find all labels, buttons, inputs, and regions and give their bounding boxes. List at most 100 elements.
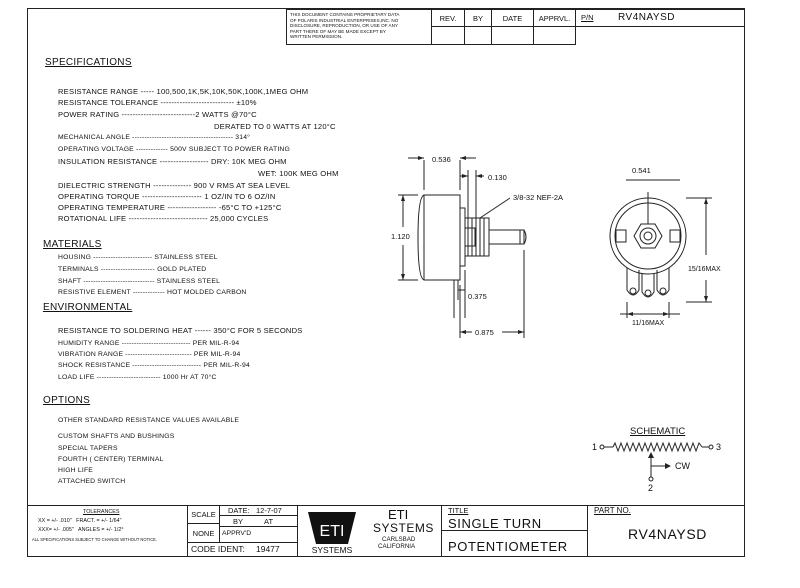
scale-label-cell: SCALE	[187, 505, 220, 524]
rev-row	[464, 26, 492, 45]
company-city: CARLSBAD	[382, 536, 416, 543]
environmental-line: LOAD LIFE -------------------------- 100…	[58, 374, 217, 381]
option-line: HIGH LIFE	[58, 467, 94, 474]
date-value: 12-7-07	[256, 506, 282, 515]
dim-15-16-max: 15/16MAX	[688, 266, 721, 273]
arrowhead	[401, 195, 405, 201]
cw-arrowhead	[665, 463, 671, 469]
company-name: ETI	[388, 507, 409, 522]
wiper-arrowhead	[648, 452, 654, 458]
arrowhead	[627, 312, 633, 316]
potentiometer-drawing: 0.536 0.130 3/8-32 NEF-2A 1.120 0.375 0.…	[391, 155, 721, 338]
option-line: OTHER STANDARD RESISTANCE VALUES AVAILAB…	[58, 417, 240, 424]
material-line: HOUSING ------------------------ STAINLE…	[58, 254, 218, 261]
front-view-shaft-core	[643, 231, 653, 241]
notice-line: OF POLARIS INDUSTRIAL ENTERPRISES,INC. N…	[290, 17, 399, 23]
front-view-terminal	[641, 273, 655, 298]
option-line: ATTACHED SWITCH	[58, 478, 126, 485]
schematic-pin-3: 3	[716, 442, 721, 452]
spec-line: OPERATING TEMPERATURE ------------------…	[58, 203, 282, 212]
spec-line: ROTATIONAL LIFE ------------------------…	[58, 214, 269, 223]
arrowhead	[418, 156, 424, 160]
schematic-diagram: 1 3 CW 2	[592, 441, 721, 493]
spec-line: MECHANICAL ANGLE -----------------------…	[58, 134, 251, 141]
spec-line: OPERATING TORQUE ---------------------- …	[58, 192, 276, 201]
notice-line: DISCLOSURE, REPRODUCTION, OR USE OF ANY	[290, 23, 398, 29]
rev-header: REV.	[431, 9, 465, 27]
notice-line: THIS DOCUMENT CONTAINS PROPRIETARY DATA	[290, 12, 400, 17]
tolerances-line: XXX= +/- .005" ANGLES = +/- 1/2°	[38, 527, 124, 533]
dim-0536: 0.536	[432, 155, 451, 164]
code-ident-cell: CODE IDENT: 19477	[187, 542, 298, 557]
logo-systems: SYSTEMS	[312, 545, 353, 554]
dim-line	[479, 197, 511, 219]
title-divider	[441, 530, 588, 531]
notice-line: WRITTEN PERMISSION.	[290, 34, 343, 40]
by-value: AT	[264, 517, 274, 526]
tolerances-box: TOLERANCES XX = +/- .010" FRACT. = +/- 1…	[27, 505, 188, 557]
dim-thread: 3/8-32 NEF-2A	[513, 193, 563, 202]
material-line: SHAFT ----------------------------- STAI…	[58, 278, 221, 285]
company-state: CALIFORNIA	[378, 543, 416, 550]
arrowhead	[476, 174, 482, 178]
by-label: BY	[233, 517, 244, 526]
environmental-heading: ENVIRONMENTAL	[43, 302, 133, 313]
title-cell: TITLE SINGLE TURN POTENTIOMETER	[441, 505, 588, 557]
date-label: DATE:	[228, 506, 250, 515]
title-line-1: SINGLE TURN	[448, 516, 542, 531]
pn-label: P/N	[581, 13, 594, 22]
schematic-node	[648, 476, 654, 482]
schematic-pin-2: 2	[648, 483, 653, 493]
schematic-node	[599, 444, 605, 450]
schematic-node	[708, 444, 714, 450]
apprvl-label: APPRVL.	[538, 13, 571, 23]
rev-row	[533, 26, 576, 45]
rev-row	[431, 26, 465, 45]
arrowhead	[704, 198, 708, 204]
material-line: RESISTIVE ELEMENT ------------- HOT MOLD…	[58, 289, 247, 296]
scale-label: SCALE	[191, 510, 216, 519]
arrowhead	[460, 330, 466, 334]
option-line: FOURTH ( CENTER) TERMINAL	[58, 456, 164, 463]
by-label: BY	[472, 13, 483, 23]
front-view-shaft	[639, 227, 657, 245]
schematic-pin-1: 1	[592, 442, 597, 452]
spec-line: DIELECTRIC STRENGTH -------------- 900 V…	[58, 181, 291, 190]
company-systems: SYSTEMS	[373, 521, 434, 535]
resistor-zigzag	[612, 441, 703, 453]
apprvd-cell: APPRV'D	[219, 526, 298, 543]
arrowhead	[462, 174, 468, 178]
dim-0875: 0.875	[475, 328, 494, 337]
eti-logo: ETI SYSTEMS	[308, 512, 356, 554]
front-view-bushing-hex	[633, 223, 663, 249]
dim-1120: 1.120	[391, 232, 410, 241]
front-view-terminal	[656, 268, 670, 296]
scale-value: NONE	[192, 528, 215, 538]
schematic-title: SCHEMATIC	[630, 426, 686, 437]
arrowhead	[704, 296, 708, 302]
dim-0541: 0.541	[632, 166, 651, 175]
part-no-cell: PART NO. RV4NAYSD	[587, 505, 745, 557]
option-line: SPECIAL TAPERS	[58, 445, 118, 452]
spec-line: POWER RATING ---------------------------…	[58, 110, 257, 119]
arrowhead	[401, 274, 405, 280]
notice-line: PART THERE OF MAY BE MADE EXCEPT BY	[290, 28, 386, 34]
side-view-plate	[459, 207, 466, 267]
options-heading: OPTIONS	[43, 395, 91, 406]
front-view-tab	[669, 229, 681, 243]
code-ident-label: CODE IDENT:	[191, 544, 245, 554]
title-label: TITLE	[448, 506, 469, 515]
pn-value: RV4NAYSD	[618, 12, 675, 23]
tolerances-note: ALL SPECIFICATIONS SUBJECT TO CHANGE WIT…	[32, 537, 158, 542]
environmental-line: VIBRATION RANGE ------------------------…	[58, 351, 241, 358]
spec-line: DERATED TO 0 WATTS AT 120°C	[214, 122, 336, 131]
date-header: DATE	[491, 9, 534, 27]
proprietary-notice: THIS DOCUMENT CONTAINS PROPRIETARY DATA …	[286, 9, 432, 45]
spec-line: WET: 100K MEG OHM	[258, 169, 339, 178]
specifications-heading: SPECIFICATIONS	[45, 57, 132, 68]
rev-row	[491, 26, 534, 45]
front-view-tab	[615, 229, 627, 243]
rev-label: REV.	[439, 13, 457, 23]
dim-11-16-max: 11/16MAX	[632, 320, 664, 327]
spec-line: INSULATION RESISTANCE ------------------…	[58, 157, 287, 166]
